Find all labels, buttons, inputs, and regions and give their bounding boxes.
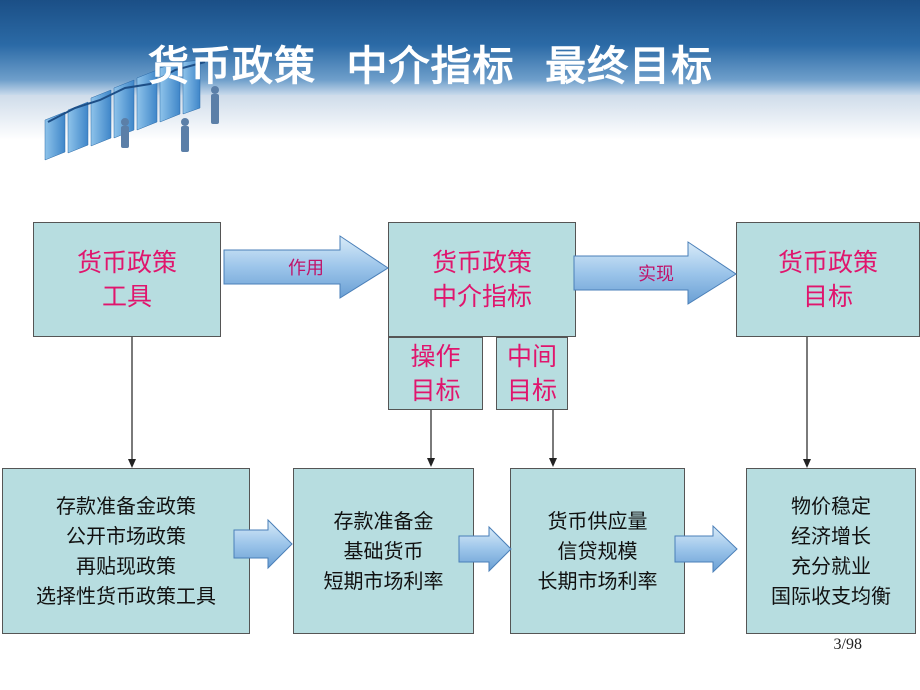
tools-box-line-1: 货币政策 — [76, 247, 177, 277]
small-arrow-2 — [458, 525, 512, 573]
operating-item-2: 基础货币 — [343, 539, 424, 563]
page-number: 3/98 — [833, 636, 862, 653]
realize-arrow-label: 实现 — [638, 264, 674, 285]
connector-operating — [427, 410, 435, 467]
connector-tools — [128, 337, 136, 468]
operating-item-3: 短期市场利率 — [323, 569, 444, 593]
intermediate-item-2: 信贷规模 — [557, 539, 638, 563]
goal-list-box: 物价稳定 经济增长 充分就业 国际收支均衡 — [746, 468, 916, 634]
final-goal-box: 货币政策 目标 — [736, 222, 920, 337]
intermediate-target-line-2: 目标 — [506, 375, 557, 405]
intermediate-item-3: 长期市场利率 — [537, 569, 658, 593]
goal-item-2: 经济增长 — [791, 524, 871, 548]
intermediate-target-line-1: 中间 — [506, 341, 557, 371]
act-arrow — [223, 235, 389, 299]
intermediate-box-line-1: 货币政策 — [431, 247, 532, 277]
intermediate-target-box: 中间 目标 — [496, 337, 568, 410]
tools-box: 货币政策 工具 — [33, 222, 221, 337]
connector-goal — [803, 337, 811, 468]
intermediate-item-1: 货币供应量 — [547, 509, 648, 533]
page-title: 货币政策 中介指标 最终目标 — [148, 42, 714, 90]
connector-intermediate — [549, 410, 557, 467]
small-arrow-1 — [233, 518, 293, 570]
operating-item-1: 存款准备金 — [333, 509, 434, 533]
goal-item-1: 物价稳定 — [791, 494, 871, 518]
intermediate-indicator-box: 货币政策 中介指标 — [388, 222, 576, 337]
operating-target-line-2: 目标 — [410, 375, 461, 405]
operating-list-box: 存款准备金 基础货币 短期市场利率 — [293, 468, 474, 634]
intermediate-list-box: 货币供应量 信贷规模 长期市场利率 — [510, 468, 685, 634]
goal-item-4: 国际收支均衡 — [771, 584, 891, 608]
tools-item-4: 选择性货币政策工具 — [36, 584, 216, 608]
chart-figures-logo — [44, 60, 219, 161]
tools-item-1: 存款准备金政策 — [56, 494, 196, 518]
realize-arrow — [573, 241, 737, 305]
tools-list-box: 存款准备金政策 公开市场政策 再贴现政策 选择性货币政策工具 — [2, 468, 250, 634]
operating-target-line-1: 操作 — [410, 341, 461, 371]
tools-box-line-2: 工具 — [101, 281, 152, 311]
small-arrow-3 — [674, 524, 738, 574]
goal-box-line-1: 货币政策 — [777, 247, 878, 277]
goal-item-3: 充分就业 — [791, 554, 871, 578]
goal-box-line-2: 目标 — [802, 281, 853, 311]
intermediate-box-line-2: 中介指标 — [431, 281, 532, 311]
tools-item-3: 再贴现政策 — [76, 554, 176, 578]
tools-item-2: 公开市场政策 — [66, 524, 186, 548]
act-arrow-label: 作用 — [288, 258, 324, 279]
operating-target-box: 操作 目标 — [388, 337, 483, 410]
